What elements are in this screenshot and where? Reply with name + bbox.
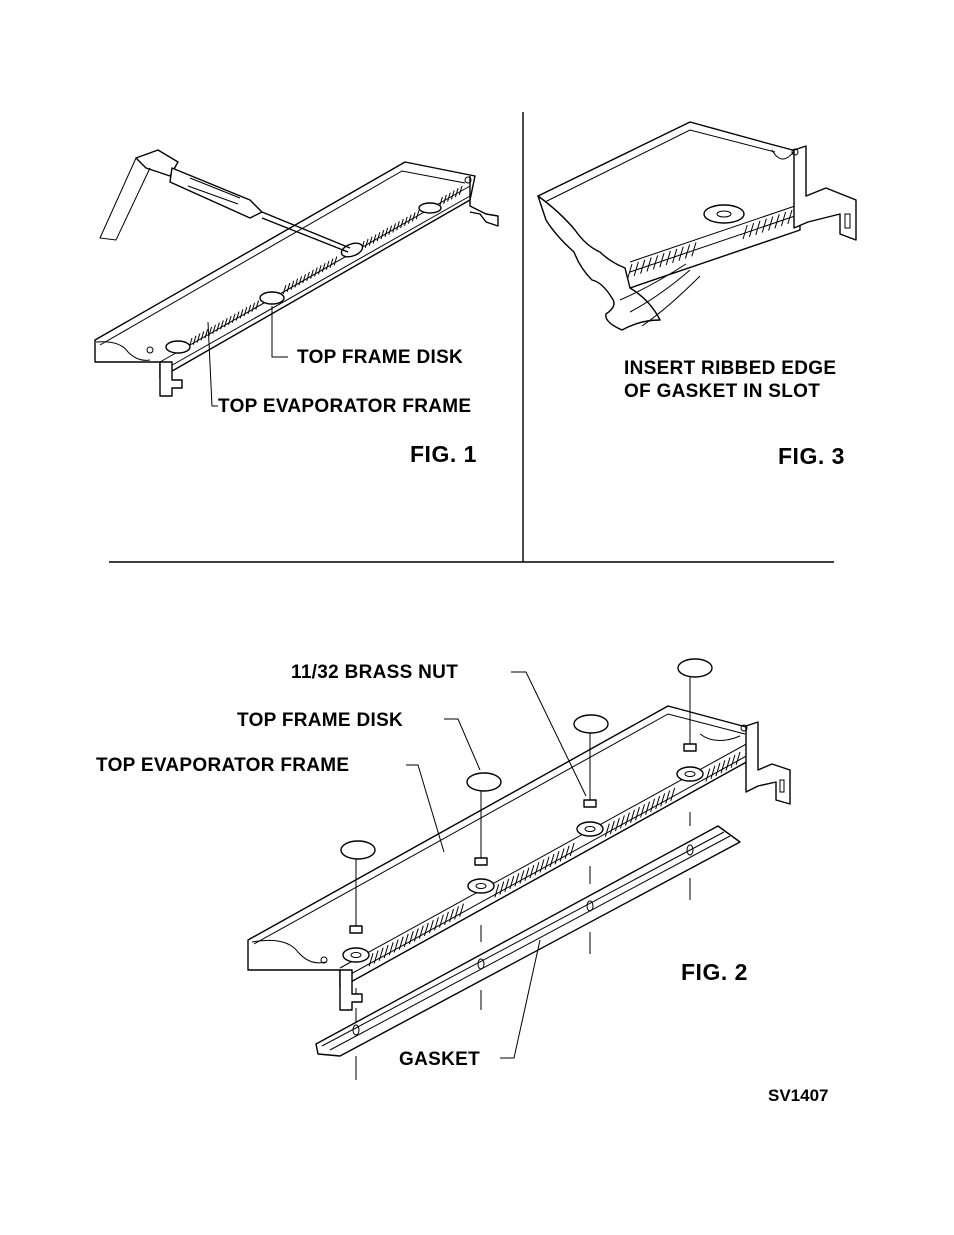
fig2-disk <box>341 841 375 859</box>
fig1-top-frame-disk-label: TOP FRAME DISK <box>297 347 463 368</box>
fig1-disk-leader <box>272 306 288 357</box>
fig2-nut <box>684 744 696 751</box>
fig1-title: FIG. 1 <box>410 441 477 467</box>
fig2-title: FIG. 2 <box>681 959 748 985</box>
fig2-washer <box>677 767 703 781</box>
fig2-brass-nut-label: 11/32 BRASS NUT <box>291 662 458 683</box>
fig3-disk-recess <box>704 205 744 223</box>
fig2-disk <box>678 659 712 677</box>
fig2-disk <box>467 773 501 791</box>
fig1-disk <box>260 292 284 304</box>
fig2-gasket-label: GASKET <box>399 1049 480 1070</box>
fig2-washer <box>343 948 369 962</box>
fig1-top-evaporator-frame-label: TOP EVAPORATOR FRAME <box>218 396 471 417</box>
fig2-top-evaporator-frame-label: TOP EVAPORATOR FRAME <box>96 755 349 776</box>
fig1-disk <box>166 341 190 353</box>
fig2-nut <box>584 800 596 807</box>
fig2-disk <box>574 715 608 733</box>
fig3-drawing <box>538 122 856 330</box>
fig2-nut <box>350 926 362 933</box>
fig2-disk-leader <box>444 719 480 770</box>
reference-code: SV1407 <box>768 1086 829 1105</box>
fig1-disk <box>419 203 441 213</box>
fig2-washer <box>577 822 603 836</box>
fig2-nut <box>475 858 487 865</box>
fig3-instruction-line2: OF GASKET IN SLOT <box>624 381 820 402</box>
fig2-top-frame-disk-label: TOP FRAME DISK <box>237 710 403 731</box>
fig3-title: FIG. 3 <box>778 443 845 469</box>
fig2-washer <box>468 879 494 893</box>
fig3-instruction-line1: INSERT RIBBED EDGE <box>624 358 836 379</box>
